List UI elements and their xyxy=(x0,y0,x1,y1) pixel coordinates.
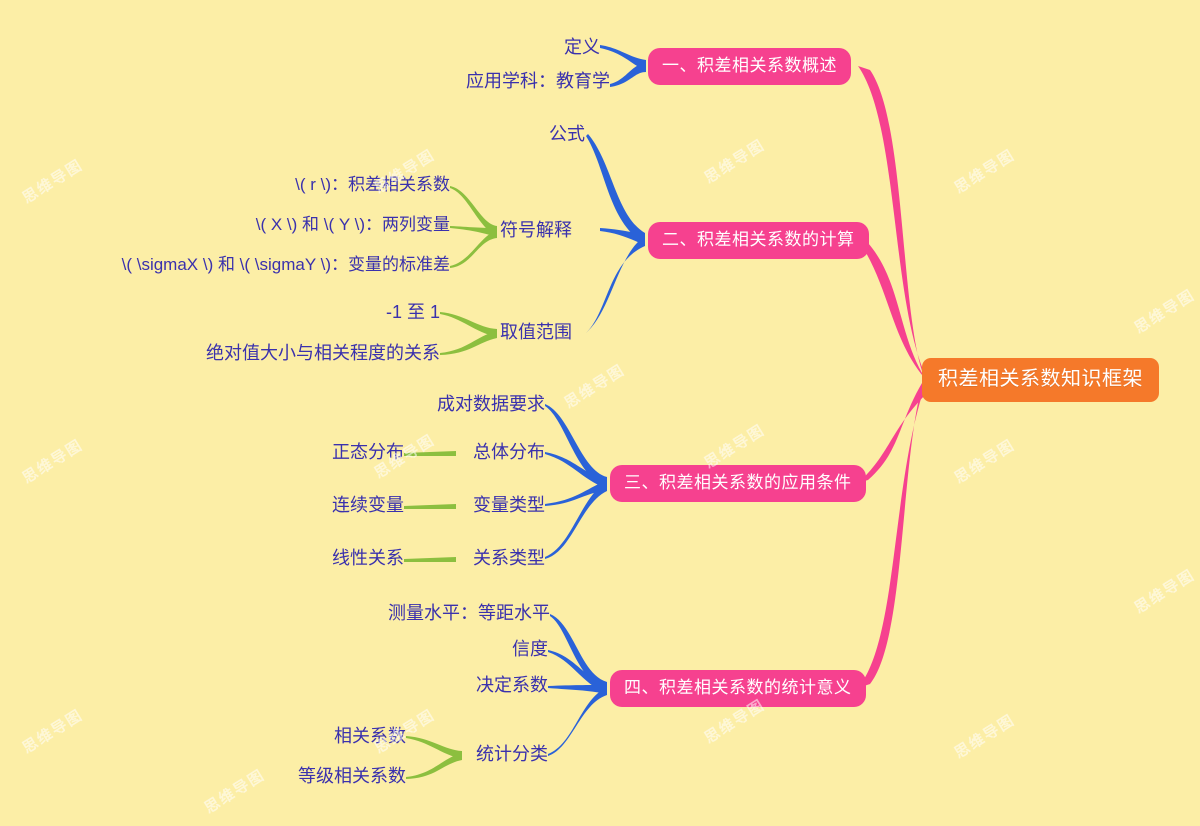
subtopic-b2-formula-label: 公式 xyxy=(549,124,585,144)
leaf-b3-linear[interactable]: 线性关系 xyxy=(284,549,404,567)
branch-node-4-label: 四、积差相关系数的统计意义 xyxy=(624,678,852,697)
subtopic-b3-paired-data[interactable]: 成对数据要求 xyxy=(395,395,545,413)
subtopic-b4-measure-level[interactable]: 测量水平：等距水平 xyxy=(310,604,550,622)
watermark-text: 思维导图 xyxy=(701,136,769,187)
edge-range-l2 xyxy=(440,331,497,355)
edge-b3-c1 xyxy=(545,404,607,488)
branch-node-3-label: 三、积差相关系数的应用条件 xyxy=(624,473,852,492)
leaf-b3-linear-label: 线性关系 xyxy=(332,548,404,568)
edge-root-b3 xyxy=(858,383,928,483)
subtopic-b4-determination[interactable]: 决定系数 xyxy=(398,676,548,694)
edge-b4-c1 xyxy=(550,614,607,693)
subtopic-b2-symbols[interactable]: 符号解释 xyxy=(500,221,572,239)
branch-node-2[interactable]: 二、积差相关系数的计算 xyxy=(648,222,869,259)
edge-sym-l1 xyxy=(450,186,497,236)
subtopic-b3-population-label: 总体分布 xyxy=(473,442,545,462)
subtopic-b4-determination-label: 决定系数 xyxy=(476,675,548,695)
edge-b3-c4 xyxy=(545,481,607,559)
watermark-text: 思维导图 xyxy=(19,156,87,207)
edge-b4-c4 xyxy=(548,687,607,756)
subtopic-b4-classification[interactable]: 统计分类 xyxy=(398,745,548,763)
leaf-b2-range-abs[interactable]: 绝对值大小与相关程度的关系 xyxy=(150,344,440,362)
edge-b2-c3 xyxy=(586,236,645,333)
watermark-text: 思维导图 xyxy=(19,436,87,487)
subtopic-b2-symbols-label: 符号解释 xyxy=(500,220,572,240)
edge-b3-c2 xyxy=(545,452,607,489)
subtopic-b3-relation-type[interactable]: 关系类型 xyxy=(395,549,545,567)
leaf-b3-normal-dist[interactable]: 正态分布 xyxy=(284,443,404,461)
leaf-b2-symbol-sigma[interactable]: \( \sigmaX \) 和 \( \sigmaY \)：变量的标准差 xyxy=(40,256,450,273)
edge-range-l1 xyxy=(440,312,497,337)
subtopic-b3-variable-type[interactable]: 变量类型 xyxy=(395,496,545,514)
edge-b3-c3 xyxy=(545,480,607,506)
leaf-b4-rank-correlation-coef[interactable]: 等级相关系数 xyxy=(246,767,406,785)
edge-group-blue xyxy=(545,45,646,756)
subtopic-b3-relation-type-label: 关系类型 xyxy=(473,548,545,568)
leaf-b1-definition-label: 定义 xyxy=(564,37,600,57)
watermark-text: 思维导图 xyxy=(951,146,1019,197)
leaf-b3-continuous-label: 连续变量 xyxy=(332,495,404,515)
subtopic-b2-range-label: 取值范围 xyxy=(500,322,572,342)
edge-b4-c3 xyxy=(548,685,607,694)
edge-sym-l2 xyxy=(450,226,497,237)
subtopic-b4-reliability-label: 信度 xyxy=(512,639,548,659)
edge-b1-c2 xyxy=(610,62,646,87)
watermark-text: 思维导图 xyxy=(1131,566,1199,617)
subtopic-b3-variable-type-label: 变量类型 xyxy=(473,495,545,515)
leaf-b4-correlation-coef-label: 相关系数 xyxy=(334,726,406,746)
subtopic-b4-classification-label: 统计分类 xyxy=(476,744,548,764)
leaf-b2-symbol-xy-label: \( X \) 和 \( Y \)：两列变量 xyxy=(255,215,450,234)
branch-node-1-label: 一、积差相关系数概述 xyxy=(662,56,837,75)
watermark-text: 思维导图 xyxy=(19,706,87,757)
leaf-b2-range-values[interactable]: -1 至 1 xyxy=(310,303,440,321)
branch-node-4[interactable]: 四、积差相关系数的统计意义 xyxy=(610,670,866,707)
edge-b2-c1 xyxy=(586,134,645,244)
edge-root-b2 xyxy=(858,240,928,382)
branch-node-2-label: 二、积差相关系数的计算 xyxy=(662,230,855,249)
edge-b1-c1 xyxy=(600,45,646,72)
leaf-b2-range-abs-label: 绝对值大小与相关程度的关系 xyxy=(206,343,440,363)
edge-group-root xyxy=(858,66,930,688)
leaf-b3-continuous[interactable]: 连续变量 xyxy=(284,496,404,514)
subtopic-b2-range[interactable]: 取值范围 xyxy=(500,323,572,341)
watermark-text: 思维导图 xyxy=(951,711,1019,762)
subtopic-b2-formula[interactable]: 公式 xyxy=(445,125,585,143)
branch-node-3[interactable]: 三、积差相关系数的应用条件 xyxy=(610,465,866,502)
subtopic-b3-population[interactable]: 总体分布 xyxy=(395,443,545,461)
edge-b4-c2 xyxy=(548,650,607,694)
leaf-b2-symbol-xy[interactable]: \( X \) 和 \( Y \)：两列变量 xyxy=(130,216,450,233)
subtopic-b3-paired-data-label: 成对数据要求 xyxy=(437,394,545,414)
leaf-b1-discipline-label: 应用学科：教育学 xyxy=(466,71,610,91)
subtopic-b4-measure-level-label: 测量水平：等距水平 xyxy=(388,603,550,623)
edge-root-b1 xyxy=(858,66,930,385)
root-node[interactable]: 积差相关系数知识框架 xyxy=(922,358,1159,402)
leaf-b4-rank-correlation-coef-label: 等级相关系数 xyxy=(298,766,406,786)
leaf-b1-discipline[interactable]: 应用学科：教育学 xyxy=(370,72,610,90)
watermark-text: 思维导图 xyxy=(1131,286,1199,337)
leaf-b2-symbol-r-label: \( r \)：积差相关系数 xyxy=(295,175,450,194)
branch-node-1[interactable]: 一、积差相关系数概述 xyxy=(648,48,851,85)
edge-b2-c2 xyxy=(600,228,645,245)
leaf-b2-symbol-sigma-label: \( \sigmaX \) 和 \( \sigmaY \)：变量的标准差 xyxy=(121,255,450,274)
watermark-text: 思维导图 xyxy=(951,436,1019,487)
subtopic-b4-reliability[interactable]: 信度 xyxy=(428,640,548,658)
edge-root-b4 xyxy=(858,372,930,688)
leaf-b1-definition[interactable]: 定义 xyxy=(460,38,600,56)
leaf-b2-range-values-label: -1 至 1 xyxy=(385,302,440,322)
leaf-b2-symbol-r[interactable]: \( r \)：积差相关系数 xyxy=(160,176,450,193)
root-node-label: 积差相关系数知识框架 xyxy=(938,368,1143,390)
watermark-text: 思维导图 xyxy=(561,361,629,412)
leaf-b4-correlation-coef[interactable]: 相关系数 xyxy=(266,727,406,745)
leaf-b3-normal-dist-label: 正态分布 xyxy=(332,442,404,462)
edge-sym-l3 xyxy=(450,230,497,268)
